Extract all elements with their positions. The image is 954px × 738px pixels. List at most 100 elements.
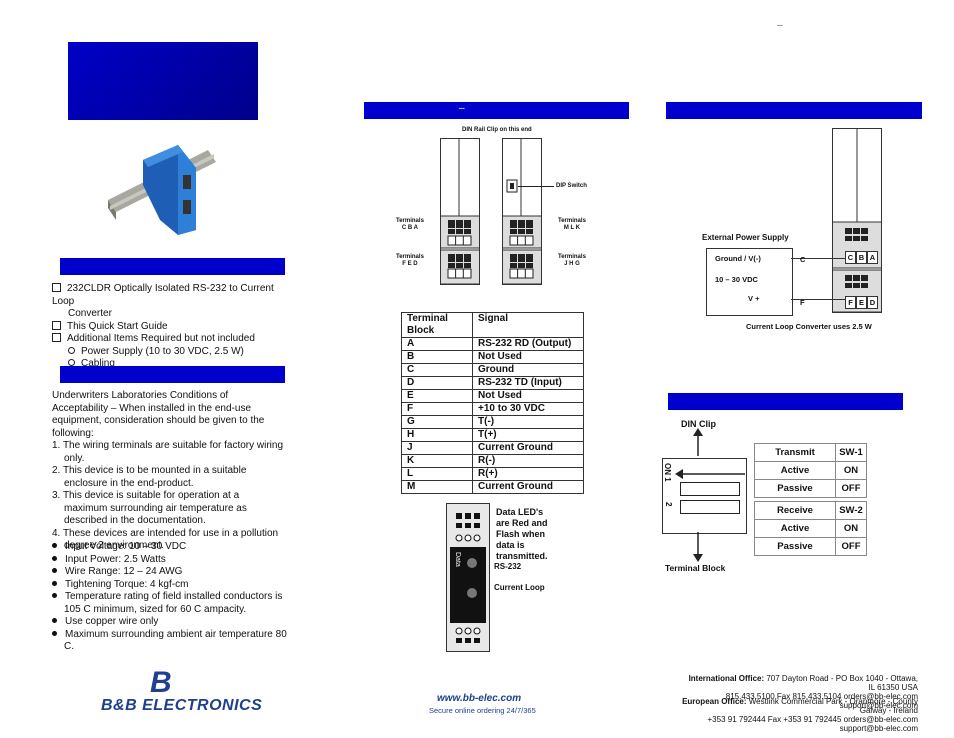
switch-state: OFF: [835, 537, 867, 556]
website-url[interactable]: www.bb-elec.com: [437, 693, 522, 704]
terminal-cell: G: [401, 415, 473, 429]
section-bar-dip: [668, 393, 903, 410]
ul-section: Underwriters Laboratories Conditions of …: [52, 390, 284, 553]
terminal-cell: K: [401, 454, 473, 468]
european-office: European Office: Westlink Commercial Par…: [682, 697, 918, 733]
switch-2[interactable]: [680, 500, 740, 514]
terminal-cell: E: [401, 389, 473, 403]
wire-f: [791, 299, 845, 300]
on1-label: ON 1: [663, 463, 672, 482]
section-bar-terminals: –: [364, 102, 629, 119]
terminal-cell: M: [401, 480, 473, 494]
rs232-label: RS-232: [494, 562, 522, 571]
terminal-letter-box: D: [867, 296, 878, 309]
international-office: International Office: 707 Dayton Road - …: [688, 674, 918, 710]
switch-state: ON: [835, 519, 867, 538]
led-text-line: Flash when: [496, 529, 546, 539]
signal-cell: +10 to 30 VDC: [472, 402, 584, 416]
bullet-icon: [52, 543, 57, 548]
switch-mode: Passive: [754, 537, 836, 556]
terminal-cell: A: [401, 337, 473, 351]
uses-label: Current Loop Converter uses 2.5 W: [746, 322, 872, 331]
section-bar-power: [666, 102, 922, 119]
device-left-diagram: [440, 138, 480, 285]
top-dash: –: [777, 20, 783, 31]
checkbox-icon: [52, 333, 61, 342]
ul-condition: 4. These devices are intended for use in…: [52, 527, 279, 552]
terminal-cell: B: [401, 350, 473, 364]
switch-mode: Passive: [754, 479, 836, 498]
switch-state: OFF: [835, 479, 867, 498]
terminal-cell: F: [401, 402, 473, 416]
bb-logo-mark: B: [150, 666, 172, 699]
power-device-diagram: [832, 128, 882, 313]
ul-intro: Underwriters Laboratories Conditions of …: [52, 390, 265, 439]
signal-cell: R(-): [472, 454, 584, 468]
dip-switch-box: [662, 458, 747, 534]
package-item: 232CLDR Optically Isolated RS-232 to Cur…: [52, 283, 274, 307]
spec-item: Input Power: 2.5 Watts: [52, 554, 292, 567]
two-label: 2: [664, 502, 673, 507]
ul-condition: 3. This device is suitable for operation…: [52, 490, 247, 526]
terminal-letter-box: B: [856, 251, 867, 264]
header-signal: Signal: [472, 312, 584, 338]
dip-switch-label: DIP Switch: [556, 183, 587, 189]
led-text-line: are Red and: [496, 518, 548, 528]
spec-item: Wire Range: 12 – 24 AWG: [52, 566, 292, 579]
switch-state: SW-1: [835, 443, 867, 462]
switch-state: ON: [835, 461, 867, 480]
bullet-icon: [52, 568, 57, 573]
table-row: F+10 to 30 VDC: [401, 402, 584, 416]
switch-1[interactable]: [680, 482, 740, 496]
arrow-up-icon: [693, 428, 703, 456]
switch-mode: Active: [754, 519, 836, 538]
signal-cell: RS-232 RD (Output): [472, 337, 584, 351]
signal-cell: T(-): [472, 415, 584, 429]
bb-logo-text: B&B ELECTRONICS: [101, 697, 263, 714]
package-item: Additional Items Required but not includ…: [52, 333, 292, 346]
bullet-icon: [52, 555, 57, 561]
device-right-diagram: [502, 138, 542, 285]
terminal-cell: H: [401, 428, 473, 442]
f-label: F: [800, 298, 805, 307]
led-text-line: transmitted.: [496, 551, 548, 561]
checkbox-icon: [52, 320, 61, 330]
led-text-line: Data LED's: [496, 507, 544, 517]
wire-c: [791, 258, 845, 259]
package-item: Power Supply (10 to 30 VDC, 2.5 W): [52, 346, 292, 359]
signal-cell: Ground: [472, 363, 584, 377]
header-terminal-block: Terminal Block: [401, 312, 473, 338]
terminal-cell: C: [401, 363, 473, 377]
ul-condition: 2. This device is to be mounted in a sui…: [52, 465, 247, 489]
product-photo: [108, 145, 216, 235]
data-label: Data: [454, 552, 461, 567]
arrow-down-icon: [693, 532, 703, 562]
package-item: Converter: [68, 308, 112, 319]
signal-cell: R(+): [472, 467, 584, 481]
terminal-letter-box: E: [856, 296, 867, 309]
checkbox-icon: [52, 283, 61, 292]
spec-item: Maximum surrounding ambient air temperat…: [52, 629, 292, 654]
tagline: Secure online ordering 24/7/365: [429, 706, 536, 715]
signal-cell: Current Ground: [472, 480, 584, 494]
